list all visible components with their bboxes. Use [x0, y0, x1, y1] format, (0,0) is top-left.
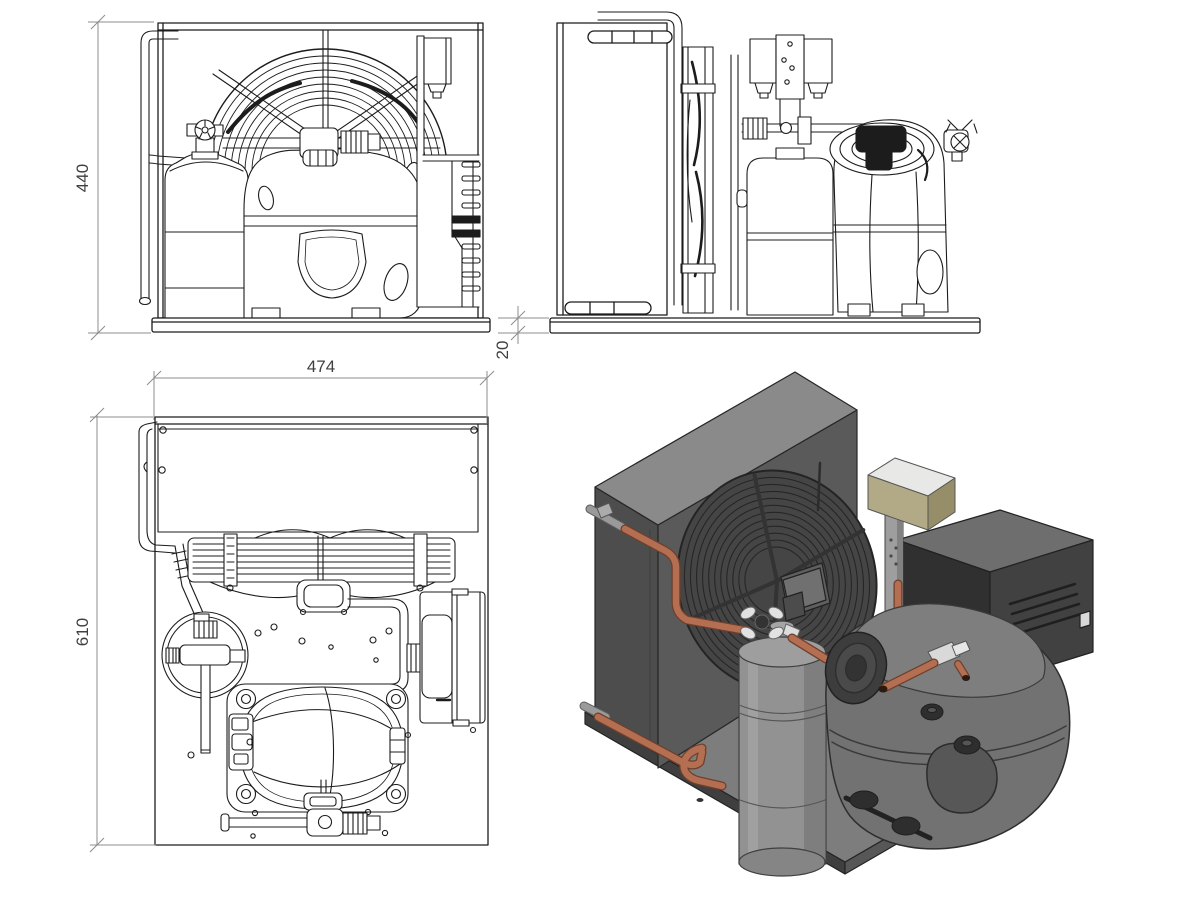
receiver-valve-front	[186, 119, 224, 160]
compressor-feet-iso	[843, 703, 981, 841]
copper-valve-link	[787, 633, 831, 664]
top-plan-view	[138, 416, 489, 846]
compressor-front	[243, 148, 422, 319]
elec-box-label	[1079, 610, 1091, 629]
fan-coil-top	[187, 529, 456, 616]
compressor-top	[226, 683, 409, 813]
terminal-box-front	[423, 37, 452, 99]
accumulator-side	[736, 147, 834, 316]
dim-top-width: 474	[146, 357, 495, 424]
dim-base-thickness: 20	[493, 306, 549, 359]
fan-hub-iso	[780, 562, 831, 622]
accumulator-circle-top	[161, 611, 249, 754]
pipes-left-top	[138, 421, 205, 619]
condenser-block-top	[157, 423, 479, 533]
isometric-view	[579, 371, 1094, 877]
dim-top-depth: 610	[73, 407, 156, 853]
fan-bracket-front	[416, 35, 425, 308]
electrical-box-top	[404, 588, 486, 739]
compressor-bolts-top	[235, 688, 407, 805]
terminal-box-side	[749, 34, 833, 127]
electrical-panel-front	[422, 154, 481, 308]
service-valve-side	[943, 119, 978, 162]
pipe-rail-front	[222, 127, 441, 167]
base-plate-side	[549, 317, 981, 334]
receiver-iso	[737, 620, 827, 877]
compressor-relief-cover	[926, 742, 998, 814]
top-pipe-side	[597, 11, 683, 306]
fan-grille-iso	[676, 469, 878, 693]
copper-stubs-iso	[878, 658, 970, 693]
dim-label-440: 440	[73, 164, 92, 192]
compressor-iso	[824, 603, 1071, 850]
receiver-valve-iso	[740, 606, 801, 641]
compressor-side	[829, 119, 949, 317]
fan-shroud-side	[680, 46, 716, 314]
side-elevation-view	[549, 11, 981, 334]
bottom-pipe-top	[220, 808, 381, 837]
terminal-box-iso	[867, 457, 956, 531]
receiver-tank-front	[164, 151, 249, 319]
dim-label-610: 610	[73, 618, 92, 646]
terminal-box-side	[927, 477, 956, 531]
dim-front-height: 440	[73, 14, 154, 341]
dim-label-20: 20	[493, 341, 512, 360]
bracket-side	[730, 54, 739, 311]
front-elevation-view	[138, 22, 491, 333]
dim-label-474: 474	[307, 357, 335, 376]
post-holes-iso	[889, 538, 898, 566]
compressor-terminal-top	[228, 713, 254, 771]
housing-top-face	[594, 371, 858, 526]
grille-sensor-rod	[816, 461, 822, 512]
base-holes-top	[187, 623, 393, 839]
condenser-panel-side	[556, 22, 673, 316]
base-plate-front	[151, 317, 491, 333]
